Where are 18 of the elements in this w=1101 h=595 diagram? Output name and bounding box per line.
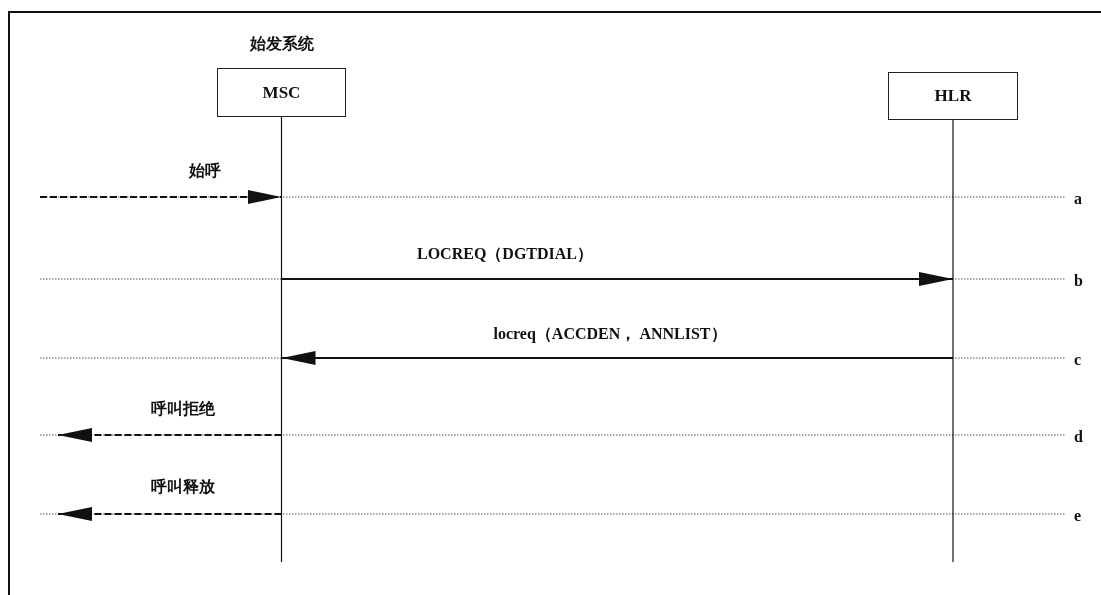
- message-label: 始呼: [189, 161, 221, 181]
- arrow: [58, 428, 282, 442]
- message-label: LOCREQ（DGTDIAL）: [417, 244, 593, 264]
- arrow: [58, 507, 282, 521]
- row-letter: d: [1074, 427, 1083, 447]
- row-letter: e: [1074, 506, 1082, 526]
- entity-box: MSC: [217, 68, 346, 117]
- arrow: [281, 272, 953, 286]
- system-caption: 始发系统: [249, 34, 314, 54]
- entity-box: HLR: [888, 72, 1018, 120]
- message-label: locreq（ACCDEN， ANNLIST）: [493, 324, 727, 344]
- row-letter: c: [1074, 350, 1082, 370]
- arrow: [281, 351, 953, 365]
- message-label: 呼叫拒绝: [151, 399, 215, 419]
- row-letter: b: [1074, 271, 1083, 291]
- row-letter: a: [1074, 189, 1082, 209]
- message-label: 呼叫释放: [151, 477, 215, 497]
- arrow: [40, 190, 282, 204]
